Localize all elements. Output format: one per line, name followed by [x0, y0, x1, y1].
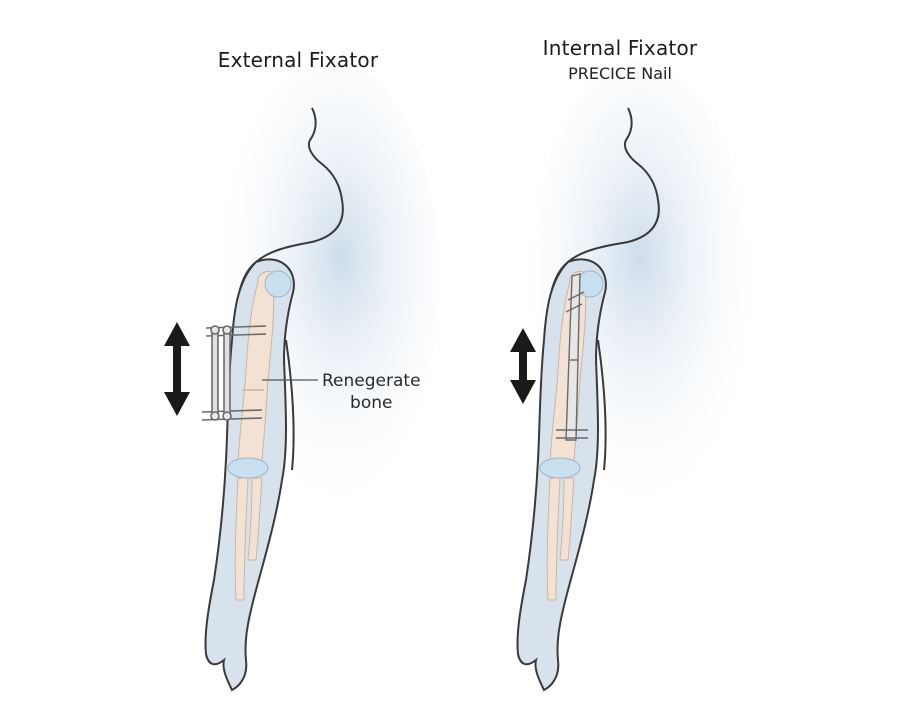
right-figure: [510, 60, 750, 692]
right-elbow: [539, 457, 581, 479]
callout-line-2: bone: [350, 393, 393, 413]
left-ulna: [247, 477, 263, 561]
callout-line-1: Renegerate: [322, 371, 421, 391]
left-lengthening-arrow: [164, 322, 190, 416]
right-ulna: [559, 477, 575, 561]
right-radius: [546, 477, 561, 601]
left-elbow: [227, 457, 269, 479]
precice-nail: [556, 273, 588, 441]
regenerate-bone-callout: Renegerate bone: [322, 370, 421, 414]
internal-fixator-title: Internal Fixator: [542, 36, 698, 60]
external-fixator-title: External Fixator: [217, 48, 379, 72]
left-radius: [234, 477, 249, 601]
right-torso-line: [597, 339, 607, 471]
left-torso-line: [285, 339, 295, 471]
right-lengthening-arrow: [510, 328, 536, 404]
left-figure: [164, 60, 440, 692]
left-humeral-head: [264, 270, 292, 298]
precice-nail-subtitle: PRECICE Nail: [568, 64, 672, 83]
external-fixator: [201, 325, 267, 421]
